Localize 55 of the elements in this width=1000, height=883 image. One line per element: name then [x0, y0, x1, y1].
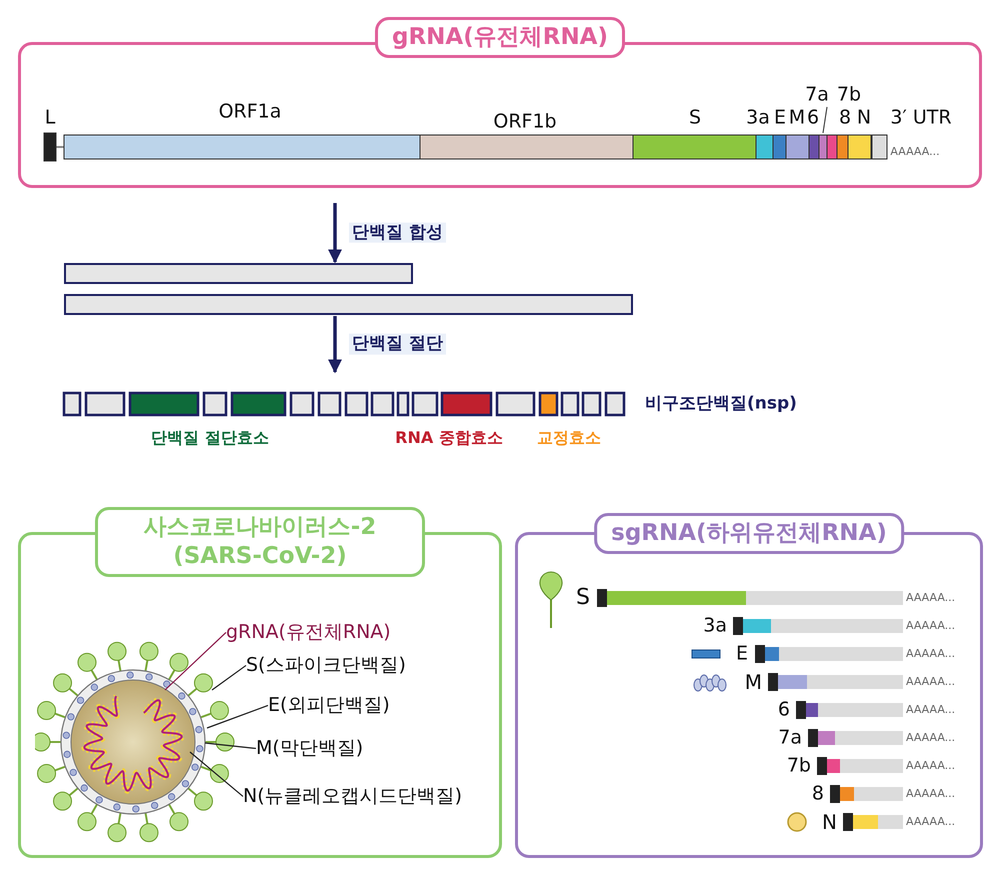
leader-line [164, 632, 226, 690]
panel-title: sgRNA(하위유전체RNA) [594, 513, 904, 554]
poly-a-tail-label: AAAAA... [906, 648, 956, 660]
gene-label: S [576, 586, 590, 610]
gene-label: E [736, 644, 748, 664]
gene-label: 6 [806, 108, 820, 128]
gene-label: 8 [838, 108, 852, 128]
protein-label: gRNA(유전체RNA) [226, 622, 391, 643]
gene-label: 8 [812, 784, 824, 804]
protein-label: S(스파이크단백질) [246, 655, 406, 676]
poly-a-tail-label: AAAAA... [906, 788, 956, 800]
gene-label: E [774, 108, 786, 128]
poly-a-tail-label: AAAAA... [906, 732, 956, 744]
leader-line [190, 752, 244, 797]
poly-a-tail-label: AAAAA... [906, 760, 956, 772]
gene-label: ORF1b [493, 112, 557, 132]
arrow [328, 203, 342, 264]
gene-label: S [688, 108, 702, 128]
gene-label: 7b [836, 84, 862, 106]
gene-label: L [44, 108, 56, 128]
polyprotein-bar [64, 263, 413, 284]
edge-label: 단백질 절단 [349, 334, 446, 354]
polyprotein-bar [64, 294, 633, 315]
protein-label: E(외피단백질) [268, 695, 390, 716]
protein-label: M(막단백질) [256, 738, 364, 759]
poly-a-tail-label: AAAAA... [906, 676, 956, 688]
enzyme-label: 교정효소 [537, 429, 601, 447]
poly-a-tail-label: AAAAA... [906, 592, 956, 604]
gene-label: ORF1a [218, 102, 282, 122]
gene-label: M [788, 108, 806, 128]
poly-a-tail-label: AAAAA... [906, 816, 956, 828]
panel-title: gRNA(유전체RNA) [375, 17, 625, 58]
leader-line [204, 742, 256, 750]
poly-a-tail-label: AAAAA... [906, 704, 956, 716]
leader-line [212, 664, 246, 690]
poly-a-tail-label: AAAAA... [906, 620, 956, 632]
gene-label: N [856, 108, 872, 128]
gene-label: 6 [778, 700, 790, 720]
protein-label: N(뉴클레오캡시드단백질) [243, 786, 462, 807]
nsp-label: 비구조단백질(nsp) [645, 394, 797, 414]
gene-label: M [744, 671, 762, 693]
gene-label: 3a [746, 108, 770, 128]
arrow [328, 316, 342, 374]
gene-label: 3a [703, 616, 727, 636]
enzyme-label: 단백질 절단효소 [151, 429, 269, 447]
enzyme-label: RNA 중합효소 [395, 429, 503, 447]
gene-label: N [822, 811, 837, 833]
gene-label: 3′ UTR [890, 108, 952, 128]
gene-label: 7a [778, 728, 802, 748]
leader-line [206, 704, 268, 729]
edge-label: 단백질 합성 [349, 222, 446, 243]
gene-label: 7a [805, 84, 829, 106]
poly-a-tail-label: AAAAA... [890, 146, 940, 158]
panel-title: 사스코로나바이러스-2 (SARS-CoV-2) [95, 507, 425, 576]
gene-label: 7b [786, 756, 811, 776]
